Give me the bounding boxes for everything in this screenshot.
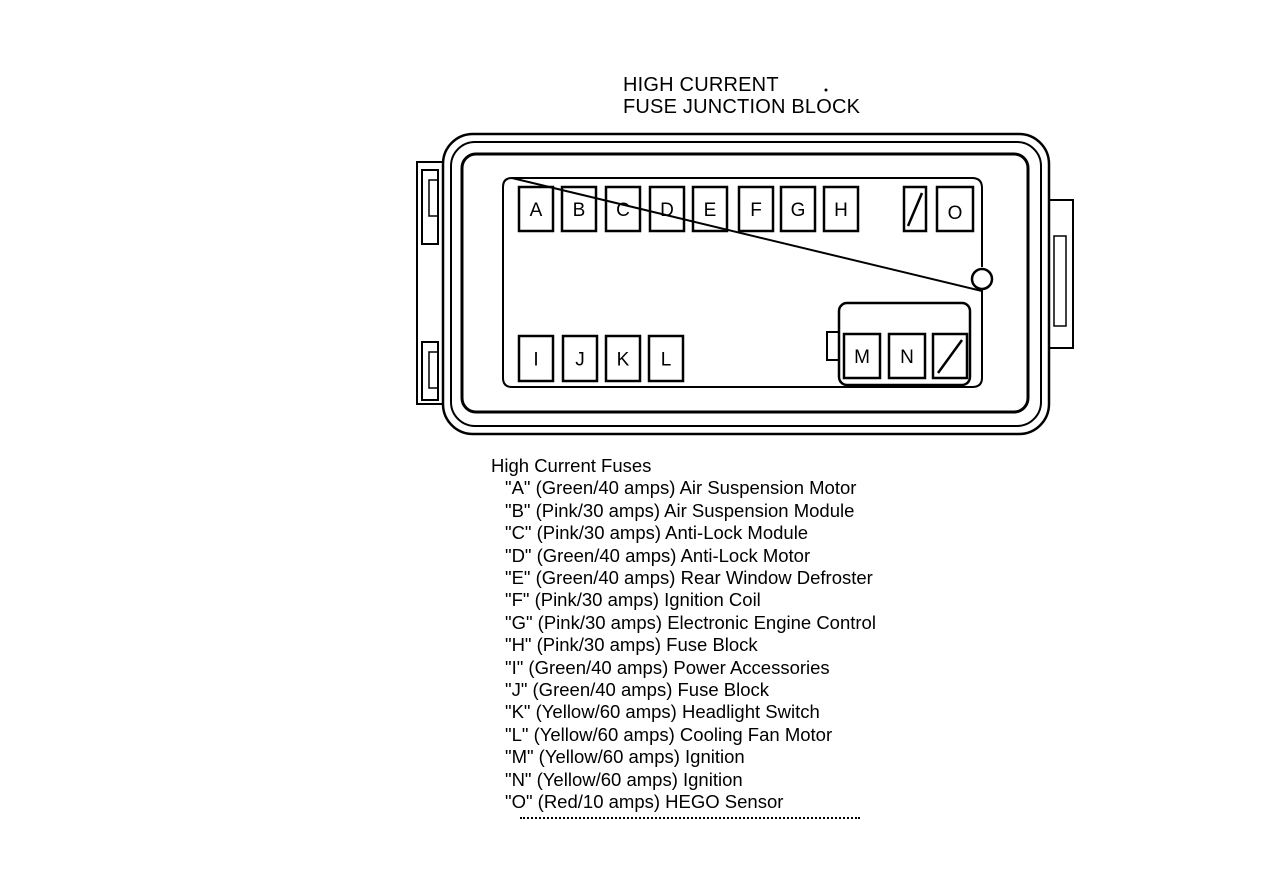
- left-clip-upper-tab: [428, 179, 439, 217]
- legend-item: "J" (Green/40 amps) Fuse Block: [505, 679, 770, 701]
- legend-item: "K" (Yellow/60 amps) Headlight Switch: [505, 701, 820, 723]
- legend-item: "B" (Pink/30 amps) Air Suspension Module: [505, 499, 855, 521]
- legend-item: "G" (Pink/30 amps) Electronic Engine Con…: [505, 611, 876, 633]
- fuse-slot-g: [779, 185, 817, 233]
- legend-item: "F" (Pink/30 amps) Ignition Coil: [505, 589, 761, 611]
- legend-item: "H" (Pink/30 amps) Fuse Block: [505, 634, 758, 656]
- fuse-label-i: I: [533, 350, 538, 371]
- fuse-label-c: C: [616, 200, 630, 221]
- diagram-title-line2: FUSE JUNCTION BLOCK: [623, 96, 861, 118]
- fuse-slot-c: [604, 185, 642, 233]
- blank-slot-module: [931, 332, 969, 380]
- cropped-text-line: [520, 817, 860, 822]
- legend-item: "A" (Green/40 amps) Air Suspension Motor: [505, 477, 857, 499]
- left-clip: [416, 161, 443, 405]
- blank-slot-top-slash: [906, 192, 924, 227]
- fuse-label-n: N: [900, 347, 914, 368]
- module-housing: [837, 301, 972, 387]
- title-dot: [824, 88, 828, 92]
- legend-item: "I" (Green/40 amps) Power Accessories: [505, 656, 830, 678]
- fuse-slot-m: [842, 332, 882, 380]
- module-tab: [826, 331, 840, 361]
- fuse-slot-f: [737, 185, 775, 233]
- fuse-slot-i: [517, 334, 555, 383]
- legend-list: "A" (Green/40 amps) Air Suspension Motor…: [491, 477, 876, 813]
- fuse-label-f: F: [750, 200, 762, 221]
- fuse-slot-l: [647, 334, 685, 383]
- legend-item: "O" (Red/10 amps) HEGO Sensor: [505, 791, 784, 813]
- fuse-slot-d: [648, 185, 686, 233]
- fuse-label-e: E: [704, 200, 717, 221]
- fuse-slot-h: [822, 185, 860, 233]
- fuse-slot-j: [561, 334, 599, 383]
- fuse-slot-a: [517, 185, 555, 233]
- fuse-legend: High Current Fuses "A" (Green/40 amps) A…: [491, 455, 876, 814]
- right-clip-tab: [1053, 235, 1067, 327]
- fuse-label-m: M: [854, 347, 870, 368]
- left-clip-lower-tab: [428, 351, 439, 389]
- fuse-slot-o: [935, 185, 975, 233]
- fuse-slot-b: [560, 185, 598, 233]
- legend-item: "L" (Yellow/60 amps) Cooling Fan Motor: [505, 723, 833, 745]
- housing-inner: [460, 152, 1030, 414]
- left-clip-upper: [421, 169, 439, 245]
- fuse-label-a: A: [530, 200, 543, 221]
- fuse-label-l: L: [661, 350, 672, 371]
- legend-item: "D" (Green/40 amps) Anti-Lock Motor: [505, 544, 811, 566]
- diagram-title-line1: HIGH CURRENT: [623, 74, 779, 96]
- fuse-slot-e: [691, 185, 729, 233]
- blank-slot-module-slash: [936, 339, 964, 374]
- fuse-panel: [502, 176, 983, 388]
- legend-item: "C" (Pink/30 amps) Anti-Lock Module: [505, 522, 809, 544]
- right-clip: [1048, 199, 1074, 349]
- blank-slot-top: [902, 185, 928, 233]
- mounting-hole: [970, 267, 994, 291]
- left-clip-lower: [421, 341, 439, 401]
- legend-item: "N" (Yellow/60 amps) Ignition: [505, 768, 743, 790]
- fuse-label-h: H: [834, 200, 848, 221]
- fuse-label-d: D: [660, 200, 674, 221]
- housing-outer-inner: [450, 141, 1042, 427]
- fuse-label-g: G: [791, 200, 806, 221]
- fuse-label-b: B: [573, 200, 586, 221]
- fuse-label-o: O: [948, 203, 963, 224]
- legend-heading: High Current Fuses: [491, 455, 652, 476]
- fuse-slot-n: [887, 332, 927, 380]
- fuse-slot-k: [604, 334, 642, 383]
- legend-item: "E" (Green/40 amps) Rear Window Defroste…: [505, 567, 873, 589]
- legend-item: "M" (Yellow/60 amps) Ignition: [505, 746, 745, 768]
- fuse-label-k: K: [617, 350, 630, 371]
- fuse-label-j: J: [575, 350, 585, 371]
